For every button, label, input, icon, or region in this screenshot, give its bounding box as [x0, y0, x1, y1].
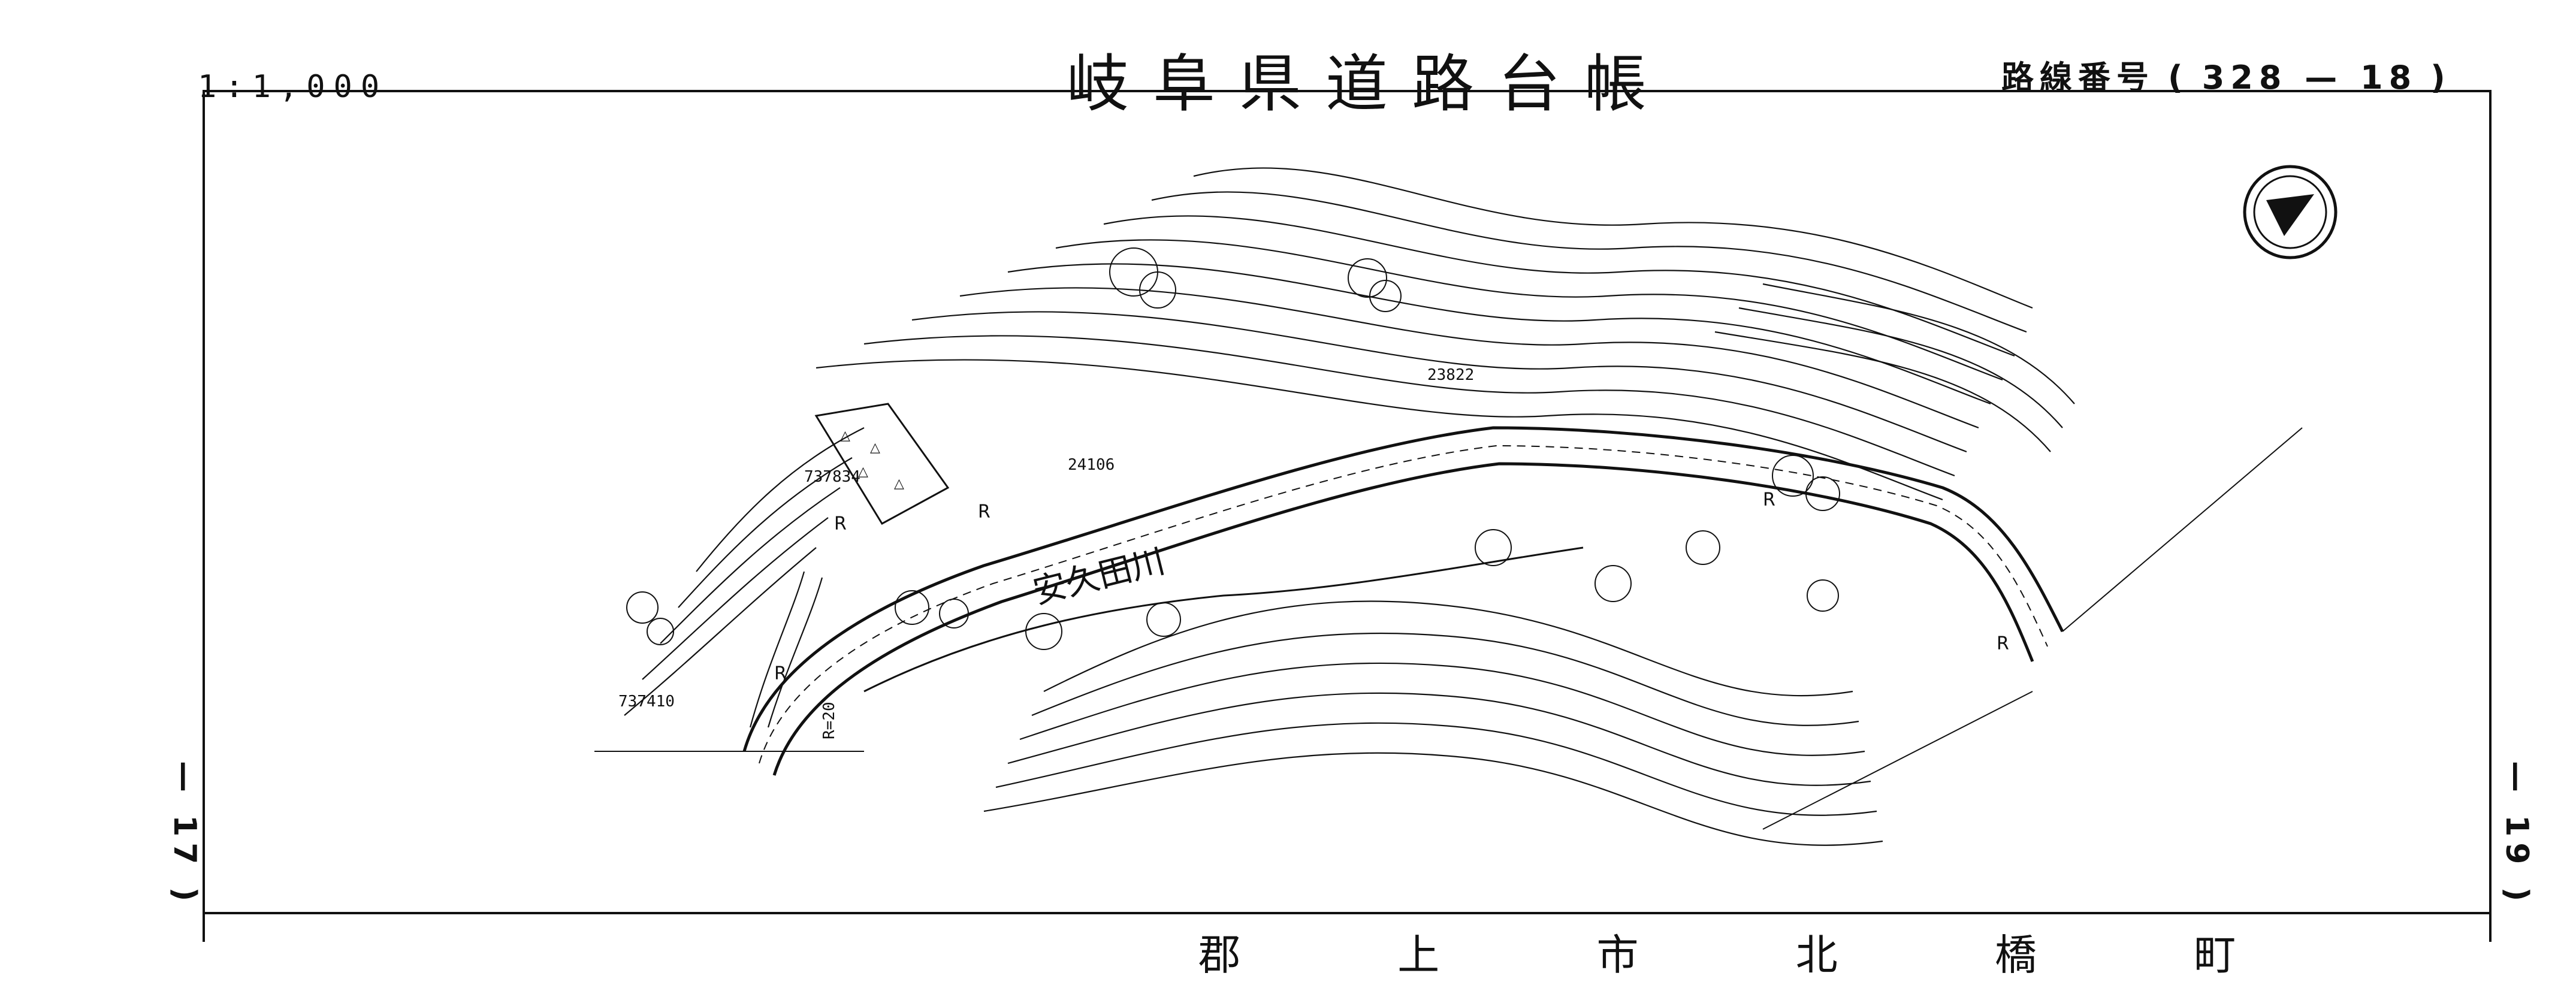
svg-text:△: △	[840, 428, 850, 443]
next-sheet-title: 郡 上 市 北 橋 町	[1198, 930, 2308, 980]
north-arrow-icon	[2243, 165, 2338, 259]
adjacent-sheet-left: — 17 )	[167, 761, 203, 908]
triangle-field	[814, 403, 950, 525]
svg-text:△: △	[894, 476, 904, 491]
sheet-divider	[203, 912, 2492, 914]
svg-text:R: R	[774, 663, 787, 684]
river-label: 安久田川	[1029, 542, 1168, 612]
station-label: 23822	[1427, 366, 1474, 384]
svg-text:R: R	[1763, 490, 1775, 510]
page-title: 岐阜県道路台帳	[1067, 47, 1671, 120]
road-marks: R R R R R	[774, 490, 2009, 684]
svg-text:R: R	[834, 513, 847, 534]
map-frame	[203, 90, 2492, 942]
svg-text:△: △	[858, 464, 868, 479]
svg-text:△: △	[870, 440, 880, 455]
contour-lines	[624, 167, 2075, 846]
tree-clusters	[626, 247, 1840, 650]
boundary-lines	[594, 427, 2303, 830]
svg-text:R: R	[1997, 633, 2009, 654]
river-channel	[863, 546, 1584, 693]
station-label: 24106	[1068, 456, 1115, 474]
station-label: 737834	[804, 468, 860, 486]
road-outline	[742, 426, 2064, 776]
station-label: 737410	[618, 693, 675, 711]
road-map-drawing: △△ △△ 737834 24106 23822 737410 R=20 R R…	[594, 165, 2338, 846]
map-scale: 1:1,000	[198, 69, 388, 105]
curve-label: R=20	[820, 702, 838, 739]
svg-text:R: R	[978, 501, 990, 522]
triangle-marks: △△ △△	[840, 428, 904, 491]
adjacent-sheet-right: — 19 )	[2499, 761, 2535, 908]
